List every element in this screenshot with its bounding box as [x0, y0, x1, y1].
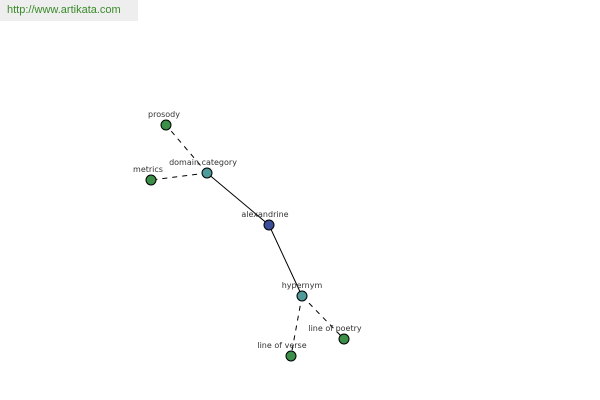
node-dot-metrics[interactable] [145, 174, 157, 186]
node-label-domain-category: domain category [169, 158, 237, 167]
node-dot-domain-category[interactable] [201, 167, 213, 179]
node-dot-prosody[interactable] [160, 119, 172, 131]
node-line-of-poetry[interactable]: line of poetry [308, 324, 362, 345]
node-line-of-verse[interactable]: line of verse [257, 341, 307, 362]
node-label-hypernym: hypernym [282, 281, 323, 290]
node-domain-category[interactable]: domain category [169, 158, 237, 179]
graph-edges [150, 124, 345, 357]
node-dot-line-of-poetry[interactable] [338, 333, 350, 345]
node-dot-line-of-verse[interactable] [285, 350, 297, 362]
edge-alexandrine-hypernym [268, 224, 303, 297]
node-label-line-of-verse: line of verse [257, 341, 306, 350]
node-dot-hypernym[interactable] [296, 290, 308, 302]
node-prosody[interactable]: prosody [148, 110, 180, 131]
node-label-alexandrine: alexandrine [241, 210, 288, 219]
node-hypernym[interactable]: hypernym [282, 281, 323, 302]
node-metrics[interactable]: metrics [133, 165, 163, 186]
node-label-metrics: metrics [133, 165, 163, 174]
node-label-prosody: prosody [148, 110, 180, 119]
site-url-link[interactable]: http://www.artikata.com [7, 4, 121, 16]
node-alexandrine[interactable]: alexandrine [241, 210, 289, 231]
node-label-line-of-poetry: line of poetry [308, 324, 362, 333]
graph-nodes: alexandrine domain category hypernym pro… [133, 110, 362, 362]
edge-hypernym-line-of-verse [290, 295, 303, 357]
edge-domain-category-prosody [165, 124, 208, 174]
edge-hypernym-line-of-poetry [301, 295, 345, 340]
node-dot-alexandrine[interactable] [263, 219, 275, 231]
edge-alexandrine-domain-category [206, 172, 270, 226]
url-bar: http://www.artikata.com [0, 0, 138, 21]
edge-domain-category-metrics [150, 172, 208, 181]
